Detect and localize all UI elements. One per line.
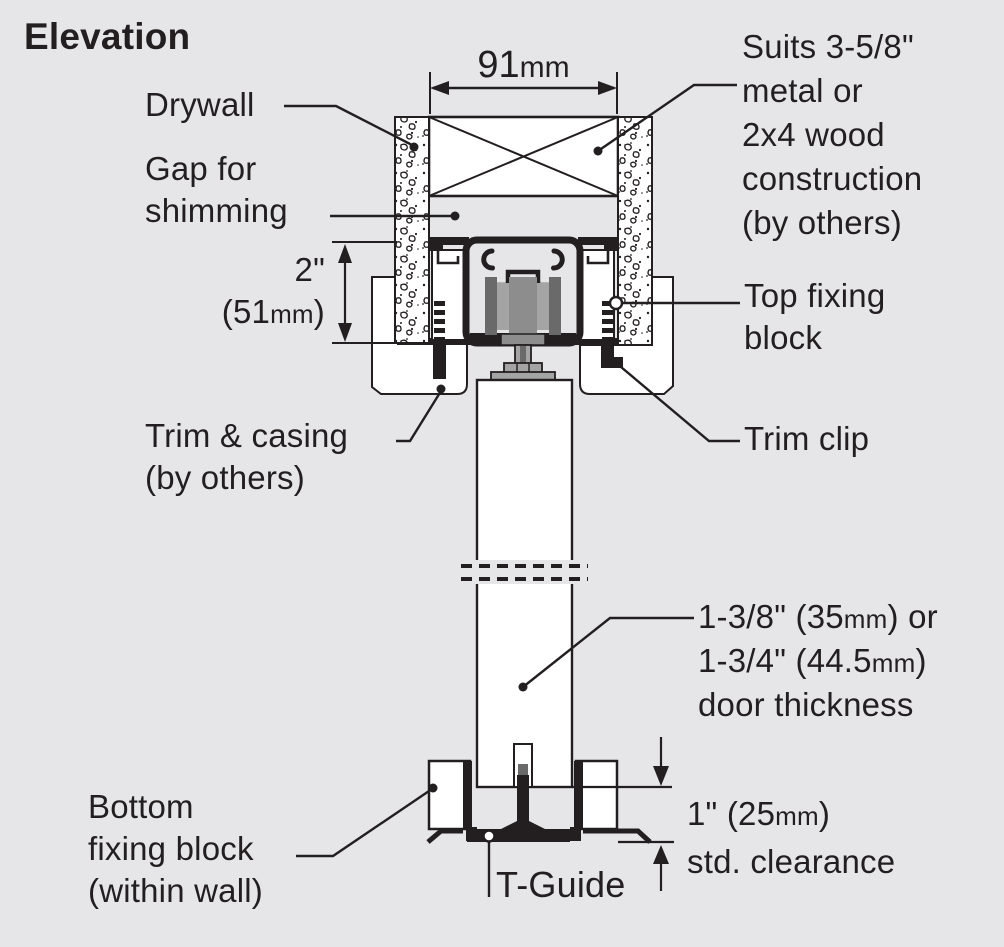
- leader-lines: [284, 83, 740, 897]
- label-t-guide: T-Guide: [496, 864, 626, 905]
- header-stud: [427, 115, 620, 198]
- dim-track-height: [332, 241, 412, 344]
- top-fixing-block-right: [579, 249, 615, 341]
- leader-suits: [597, 83, 737, 152]
- dim-91mm-label: 91mm: [477, 44, 570, 86]
- label-drywall: Drywall: [145, 86, 255, 123]
- label-gap-for-shimming: Gap for shimming: [145, 150, 288, 229]
- leader-door-thickness: [522, 616, 694, 688]
- leader-drywall: [284, 104, 415, 148]
- dim-91mm: [429, 72, 618, 114]
- hanger-trolley: [485, 277, 561, 382]
- label-clearance: 1" (25mm) std. clearance: [687, 795, 896, 880]
- fixing-screw-left: [433, 301, 446, 379]
- trim-clip-part: [601, 357, 623, 368]
- label-suits-construction: Suits 3-5/8" metal or 2x4 wood construct…: [742, 28, 923, 241]
- door-panel: [459, 378, 590, 789]
- track-hook-left: [481, 248, 495, 271]
- drywall-left: [394, 116, 430, 344]
- leader-trim-clip: [620, 366, 740, 443]
- label-track-height: 2" (51mm): [221, 251, 325, 330]
- drywall-right: [617, 116, 653, 346]
- track-hook-right: [551, 248, 565, 271]
- label-bottom-fixing-block: Bottom fixing block (within wall): [88, 788, 263, 909]
- track-flange-right: [578, 237, 618, 251]
- label-trim-clip: Trim clip: [744, 420, 870, 457]
- label-door-thickness: 1-3/8" (35mm) or 1-3/4" (44.5mm) door th…: [698, 598, 938, 723]
- leader-dots: [409, 142, 624, 843]
- leader-trim-casing: [396, 390, 443, 443]
- dim-clearance: [572, 737, 674, 891]
- label-trim-casing: Trim & casing (by others): [145, 417, 349, 496]
- leader-bottom-fixing: [296, 788, 433, 858]
- bottom-fixing-block-left: [426, 759, 477, 844]
- hanger-wheel-right: [549, 277, 561, 335]
- hanger-wheel-left: [485, 277, 497, 335]
- diagram-title: Elevation: [24, 16, 191, 57]
- label-top-fixing-block: Top fixing block: [744, 277, 886, 356]
- track-flange-left: [429, 237, 469, 251]
- bottom-fixing-block-right: [570, 759, 652, 844]
